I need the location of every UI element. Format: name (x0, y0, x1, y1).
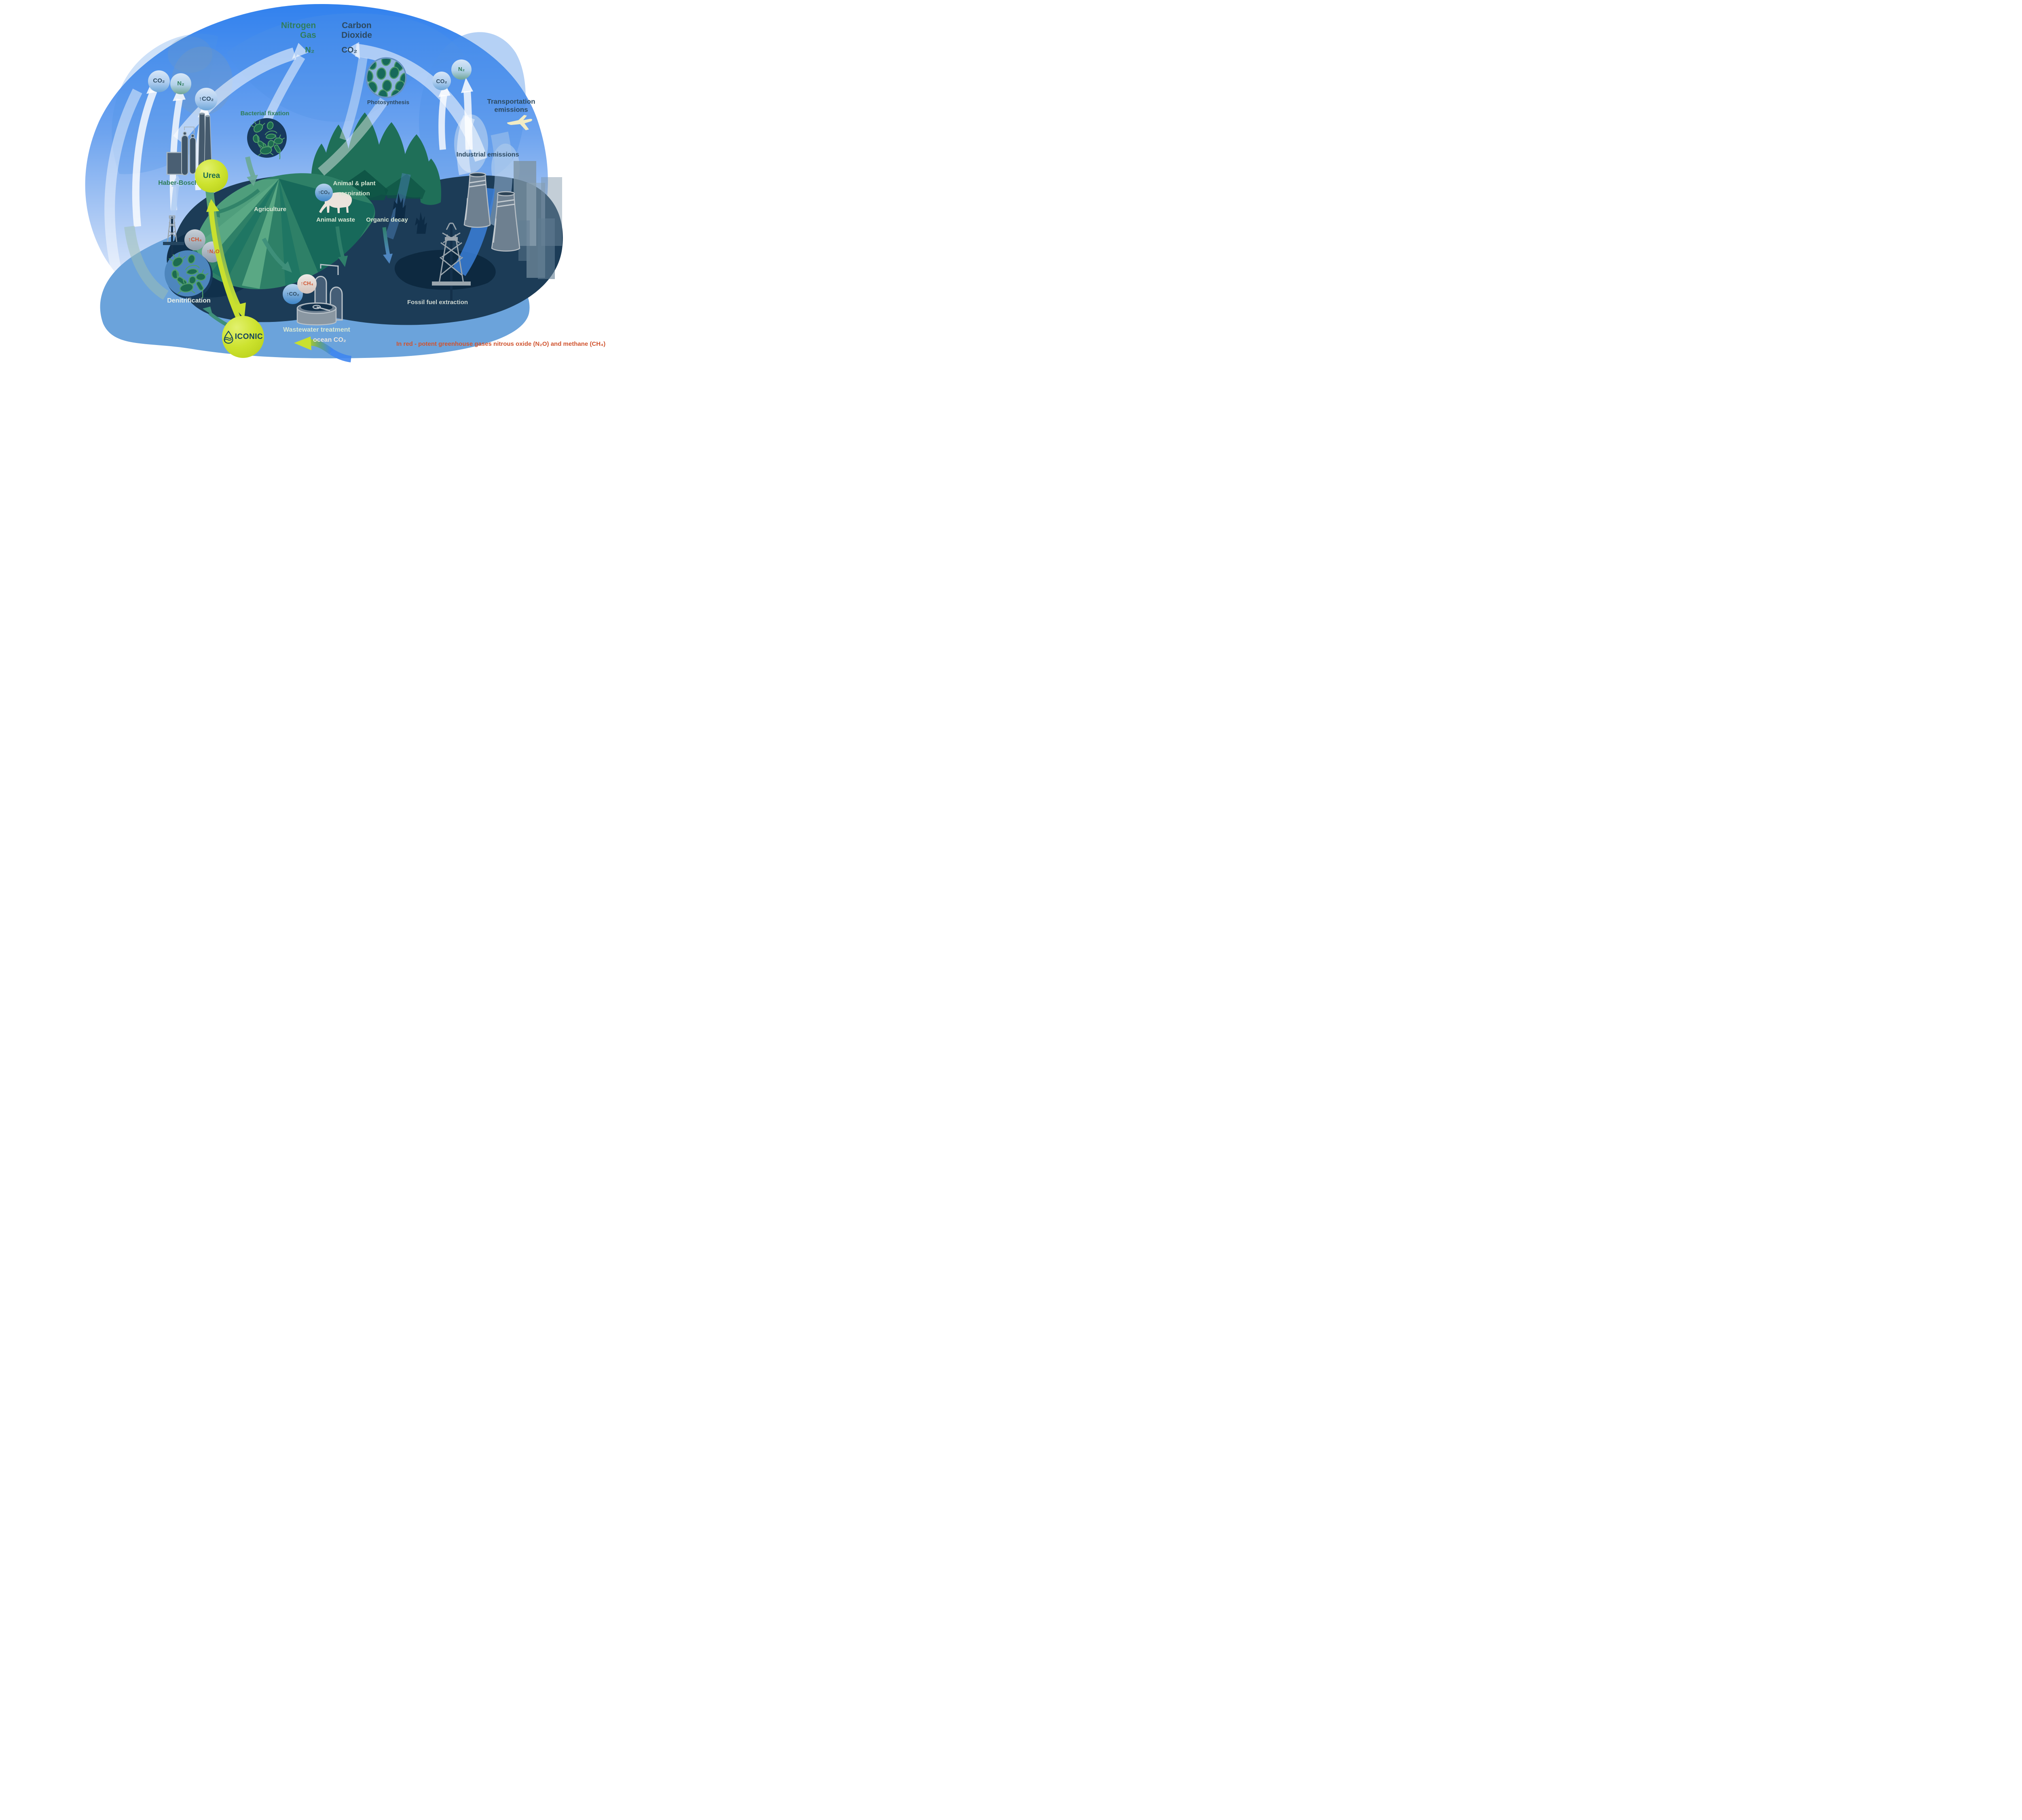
carbon-dioxide-title-line2: Dioxide (341, 30, 372, 40)
bacterial-fixation-circle (245, 118, 287, 186)
brand-node: ICONIC (222, 316, 264, 358)
bubble-soil-n2o: ↑N₂O (207, 248, 220, 254)
brand-logo-drop-icon (224, 330, 233, 344)
label-transportation-line1: Transportation (487, 97, 535, 106)
nitrogen-gas-title-line1: Nitrogen (281, 21, 316, 30)
label-haber-bosch: Haber-Bosch (158, 180, 199, 187)
nitrogen-formula: N₂ (305, 46, 315, 55)
label-bacterial-fixation: Bacterial fixation (240, 110, 290, 117)
bubble-right-n2: N₂ (458, 66, 465, 72)
label-respiration-line2: respiration (338, 190, 370, 197)
label-ocean-co2: ocean CO₂ (313, 336, 346, 344)
arrowhead-to-n2 (292, 43, 308, 59)
bubble-soil-ch4: ↑CH₄ (188, 236, 202, 243)
bubble-wastewater-co2: ↑CO₂ (286, 290, 299, 297)
bubble-left-n2: N₂ (177, 80, 184, 87)
urea-node: Urea (195, 159, 228, 193)
bubble-right-co2: CO₂ (436, 78, 447, 85)
label-urea: Urea (203, 171, 220, 180)
nitrogen-carbon-cycle-infographic: Nitrogen Gas N₂ Carbon Dioxide CO₂ CO₂ N… (0, 0, 647, 364)
label-wastewater-treatment: Wastewater treatment (283, 326, 350, 334)
oil-pump-icon (163, 175, 184, 257)
wastewater-plant-icon (296, 264, 343, 326)
label-organic-decay: Organic decay (366, 216, 408, 223)
bubble-wastewater-ch4: ↑CH₄ (300, 280, 313, 286)
denitrification-circle (165, 229, 223, 299)
carbon-dioxide-title-line1: Carbon (342, 21, 372, 30)
greenhouse-gas-caption: In red - potent greenhouse gases nitrous… (396, 341, 606, 347)
photosynthesis-circle (366, 57, 407, 98)
bubble-left-up-co2: ↑CO₂ (199, 95, 214, 102)
carbon-formula: CO₂ (341, 46, 357, 55)
bubble-left-co2: CO₂ (153, 77, 165, 84)
oil-derrick-icon (432, 222, 471, 302)
urea-cycle-arrows (205, 190, 246, 322)
city-skyline (514, 161, 562, 279)
airplane-icon (507, 115, 533, 130)
label-agriculture: Agriculture (254, 205, 287, 213)
dead-tree-stumps (393, 193, 427, 234)
ocean-co2-arrow (294, 336, 352, 362)
label-denitrification: Denitrification (167, 297, 211, 305)
label-animal-waste: Animal waste (316, 216, 355, 223)
bubble-respiration-co2: ↑CO₂ (318, 189, 330, 195)
label-respiration-line1: Animal & plant (333, 180, 376, 187)
gas-bubbles (148, 59, 472, 304)
label-photosynthesis: Photosynthesis (367, 99, 410, 106)
label-transportation-line2: emissions (494, 106, 528, 114)
diagram-artwork (85, 4, 563, 362)
decay-arrowheads (203, 254, 393, 315)
label-industrial-emissions: Industrial emissions (456, 151, 519, 159)
label-fossil-fuel-extraction: Fossil fuel extraction (407, 298, 468, 306)
cooling-towers-icon (463, 172, 520, 252)
nitrogen-gas-title-line2: Gas (300, 30, 316, 40)
transportation-arrowheads (438, 78, 473, 97)
arrowhead-to-co2 (346, 42, 360, 59)
factory-icon (166, 112, 212, 176)
brand-name: ICONIC (235, 332, 263, 341)
transportation-arrows (438, 91, 473, 150)
